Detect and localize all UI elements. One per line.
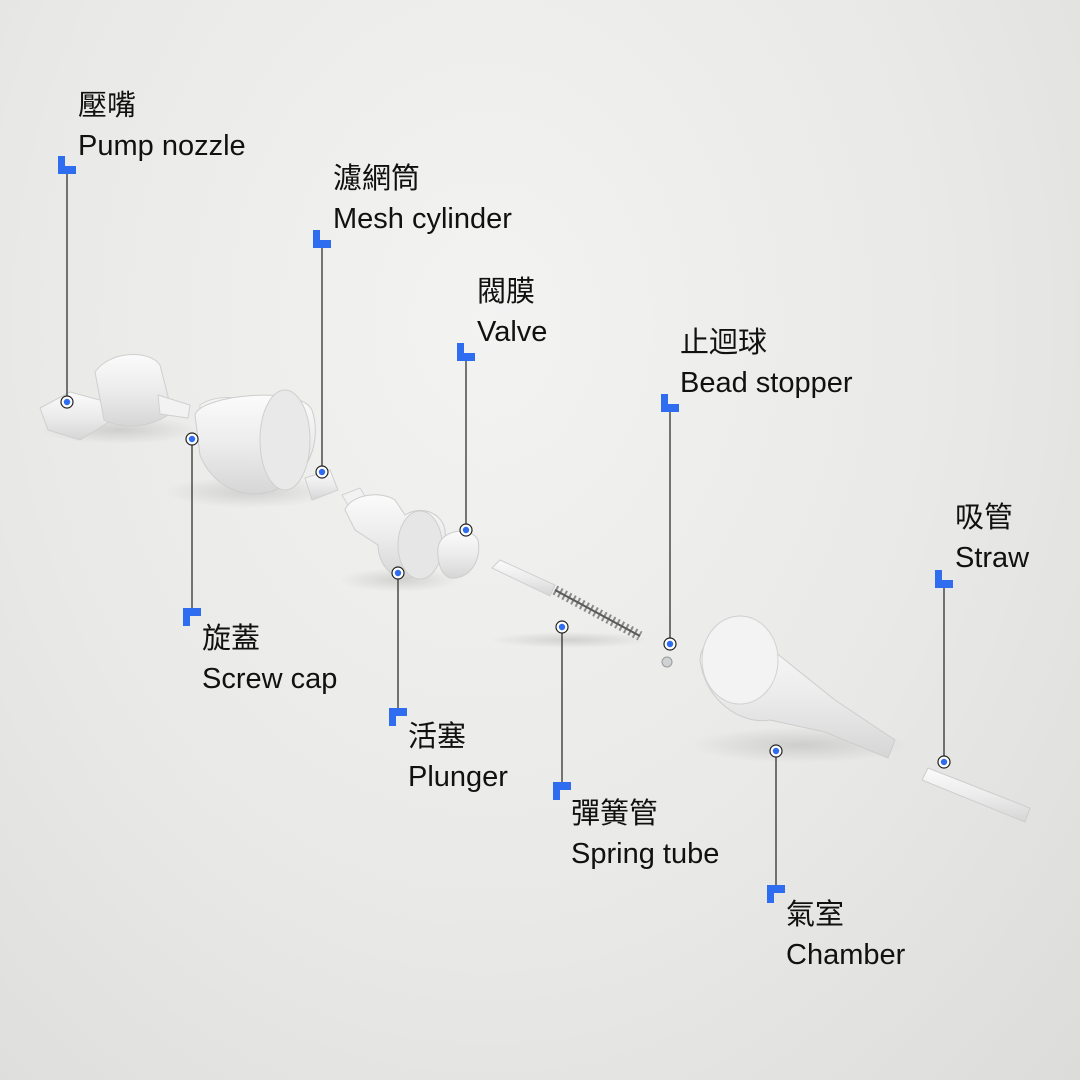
callout-label-en: Straw bbox=[955, 542, 1030, 574]
callout-label-zh: 旋蓋 bbox=[202, 623, 261, 655]
pointer-dot-center-pump-nozzle bbox=[63, 398, 71, 406]
pointer-dot-center-straw bbox=[940, 758, 948, 766]
callout-bead-stopper: 止迴球 Bead stopper bbox=[680, 323, 853, 403]
corner-marker-chamber bbox=[767, 885, 785, 903]
callout-label-zh: 壓嘴 bbox=[78, 90, 137, 122]
callout-label-zh: 彈簧管 bbox=[571, 798, 659, 830]
callout-label-en: Valve bbox=[477, 316, 548, 348]
plunger-part bbox=[340, 487, 460, 592]
corner-marker-screw-cap bbox=[183, 608, 201, 626]
callout-label-en: Mesh cylinder bbox=[333, 203, 512, 235]
leader-lines bbox=[58, 156, 953, 903]
pointer-dot-center-mesh-cylinder bbox=[318, 468, 326, 476]
corner-marker-valve bbox=[457, 343, 475, 361]
callout-label-en: Screw cap bbox=[202, 663, 338, 695]
callout-plunger: 活塞 Plunger bbox=[408, 717, 508, 797]
corner-marker-spring-tube bbox=[553, 782, 571, 800]
corner-marker-bead-stopper bbox=[661, 394, 679, 412]
corner-marker-plunger bbox=[389, 708, 407, 726]
pump-nozzle-part bbox=[39, 354, 200, 444]
callout-label-en: Bead stopper bbox=[680, 367, 853, 399]
callout-label-zh: 活塞 bbox=[408, 721, 467, 753]
callout-label-en: Pump nozzle bbox=[78, 130, 246, 162]
callout-label-zh: 閥膜 bbox=[477, 276, 536, 308]
callout-label-en: Plunger bbox=[408, 761, 508, 793]
callout-mesh-cylinder: 濾網筒 Mesh cylinder bbox=[333, 159, 512, 239]
pointer-dot-center-valve bbox=[462, 526, 470, 534]
callout-chamber: 氣室 Chamber bbox=[786, 895, 905, 975]
callout-screw-cap: 旋蓋 Screw cap bbox=[202, 619, 337, 699]
pointer-dot-center-spring-tube bbox=[558, 623, 566, 631]
pointer-dot-center-screw-cap bbox=[188, 435, 196, 443]
screw-cap-part bbox=[165, 389, 335, 508]
callout-label-zh: 氣室 bbox=[786, 899, 845, 931]
straw-part bbox=[921, 767, 1031, 823]
callout-label-zh: 濾網筒 bbox=[333, 163, 421, 195]
callout-label-zh: 止迴球 bbox=[680, 327, 768, 359]
callout-label-zh: 吸管 bbox=[955, 502, 1014, 534]
callout-pump-nozzle: 壓嘴 Pump nozzle bbox=[78, 86, 246, 166]
spring-tube-part bbox=[490, 559, 650, 648]
pointer-dot-center-chamber bbox=[772, 747, 780, 755]
valve-part bbox=[437, 530, 480, 579]
corner-marker-pump-nozzle bbox=[58, 156, 76, 174]
pointer-dot-center-plunger bbox=[394, 569, 402, 577]
callout-spring-tube: 彈簧管 Spring tube bbox=[571, 794, 719, 874]
callout-valve: 閥膜 Valve bbox=[477, 272, 547, 352]
pointer-dot-center-bead-stopper bbox=[666, 640, 674, 648]
chamber-part bbox=[690, 615, 910, 763]
corner-marker-mesh-cylinder bbox=[313, 230, 331, 248]
callout-label-en: Spring tube bbox=[571, 838, 720, 870]
callout-label-en: Chamber bbox=[786, 939, 906, 971]
bead-stopper-part bbox=[661, 656, 673, 668]
corner-marker-straw bbox=[935, 570, 953, 588]
callout-straw: 吸管 Straw bbox=[955, 498, 1029, 578]
